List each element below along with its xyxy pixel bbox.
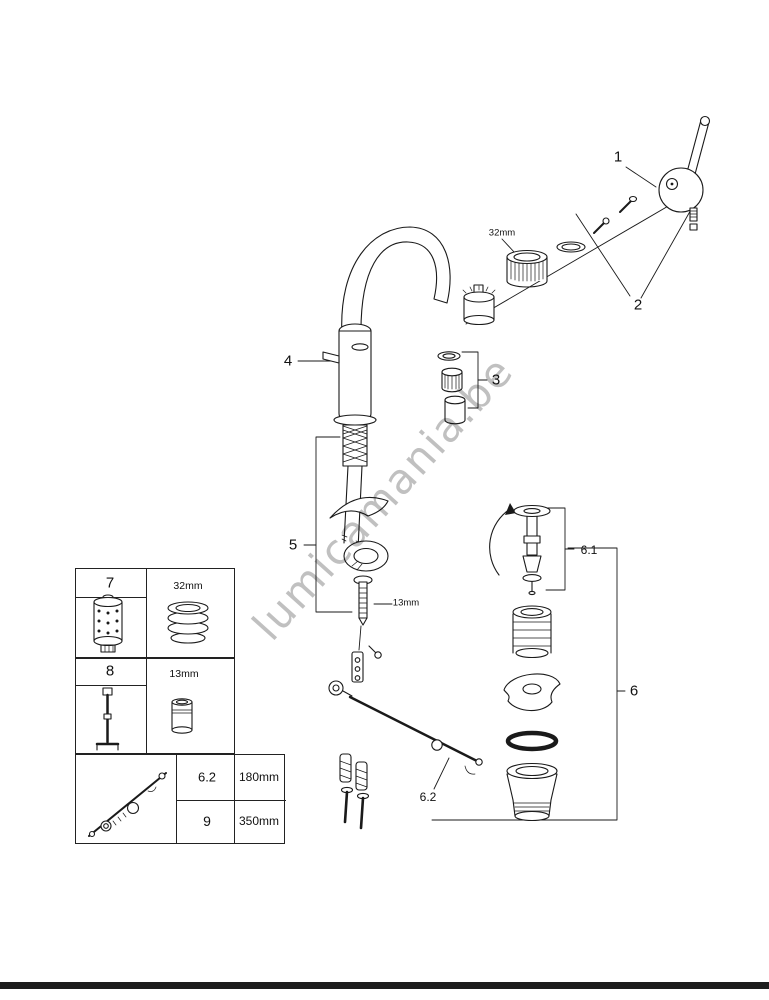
legend-socket-drawing: [171, 698, 193, 734]
legend-table-column-divider: [234, 755, 235, 843]
legend-box-8-divider: [146, 659, 147, 753]
lever-handle-drawing: [658, 115, 711, 231]
table-cell-length-180mm: 180mm: [238, 770, 280, 784]
cartridge-drawing: [462, 284, 496, 326]
retaining-ring-drawing: [556, 241, 586, 253]
dimension-32mm: 32mm: [488, 227, 516, 239]
legend-box-8: [75, 658, 235, 754]
legend-ref-7: 7: [105, 574, 115, 592]
legend-cartridge-drawing: [93, 594, 123, 653]
threaded-collar-drawing: [506, 249, 548, 288]
rotation-arrow: [489, 508, 511, 576]
callout-6-1: 6.1: [580, 543, 598, 557]
legend-ring-stack-drawing: [167, 601, 209, 644]
legend-box-9-divider: [176, 755, 177, 843]
table-cell-ref-9: 9: [203, 813, 211, 829]
legend-box-7-underline: [76, 597, 146, 598]
callout-4: 4: [283, 352, 293, 370]
faucet-body-drawing: [322, 226, 451, 550]
table-cell-length-350mm: 350mm: [238, 814, 280, 828]
aerator-parts-drawing: [437, 351, 466, 425]
callout-6: 6: [629, 682, 639, 700]
legend-ref-8: 8: [105, 662, 115, 680]
legend-size-32mm: 32mm: [173, 579, 203, 592]
callout-1: 1: [613, 148, 623, 166]
callout-2: 2: [633, 296, 643, 314]
legend-box-9: [75, 754, 286, 844]
popup-plug-drawing: [489, 503, 551, 596]
legend-table-row-divider: [176, 800, 286, 801]
drain-rod-drawing: [328, 645, 483, 830]
drain-body-drawing: [503, 605, 561, 822]
legend-box-7: [75, 568, 235, 658]
legend-box-8-underline: [76, 685, 146, 686]
legend-pin-drawing: [95, 687, 120, 751]
legend-rod-drawing: [88, 772, 167, 838]
rubber-gasket-drawing: [505, 730, 559, 752]
dimension-13mm: 13mm: [392, 597, 420, 609]
callout-3: 3: [491, 371, 501, 389]
bottom-border-bar: [0, 982, 769, 989]
mounting-hardware-drawing: [329, 497, 389, 626]
table-cell-ref-6-2: 6.2: [197, 769, 217, 785]
callout-5: 5: [288, 536, 298, 554]
small-screws-drawing: [593, 195, 638, 234]
callout-6-2: 6.2: [419, 790, 437, 804]
legend-size-13mm: 13mm: [169, 667, 199, 680]
legend-box-7-divider: [146, 569, 147, 657]
